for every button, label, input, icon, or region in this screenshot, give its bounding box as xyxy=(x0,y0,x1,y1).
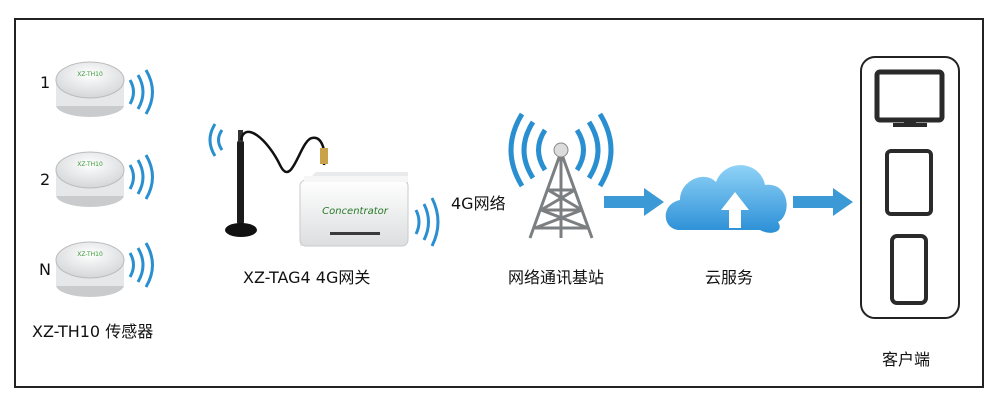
network-label: 4G网络 xyxy=(451,194,506,213)
gateway-antenna-icon xyxy=(225,130,328,237)
gateway-caption: XZ-TAG4 4G网关 xyxy=(243,268,371,287)
sensor-2-model-text: XZ-TH10 xyxy=(77,161,103,168)
sensor-label-1: 1 xyxy=(40,73,51,92)
gateway-brand-text: Concentrator xyxy=(322,206,389,217)
sensor-n-wireless-icon xyxy=(128,242,154,288)
client-caption: 客户端 xyxy=(882,350,931,369)
arrow-tower-to-cloud xyxy=(604,188,664,216)
gateway-right-wireless-icon xyxy=(414,197,440,247)
gateway-left-wireless-icon xyxy=(208,123,224,157)
sensor-2-wireless-icon xyxy=(128,154,154,200)
base-station-tower-icon xyxy=(508,112,614,239)
arrow-cloud-to-client xyxy=(793,188,853,216)
gateway-device: Concentrator xyxy=(299,172,409,247)
sensor-device-n: XZ-TH10 xyxy=(55,241,125,297)
sensor-1-wireless-icon xyxy=(128,69,154,115)
tablet-icon xyxy=(885,149,933,216)
sensor-1-model-text: XZ-TH10 xyxy=(77,71,103,78)
sensor-caption: XZ-TH10 传感器 xyxy=(32,322,154,341)
cloud-service-icon xyxy=(665,165,787,233)
smartphone-icon xyxy=(890,234,928,305)
sensor-device-2: XZ-TH10 xyxy=(55,151,125,207)
monitor-icon xyxy=(874,69,945,127)
base-station-caption: 网络通讯基站 xyxy=(508,268,605,287)
sensor-label-n: N xyxy=(39,260,51,279)
sensor-label-2: 2 xyxy=(40,170,51,189)
sensor-n-model-text: XZ-TH10 xyxy=(77,251,103,258)
cloud-caption: 云服务 xyxy=(705,268,754,287)
sensor-device-1: XZ-TH10 xyxy=(55,61,125,117)
